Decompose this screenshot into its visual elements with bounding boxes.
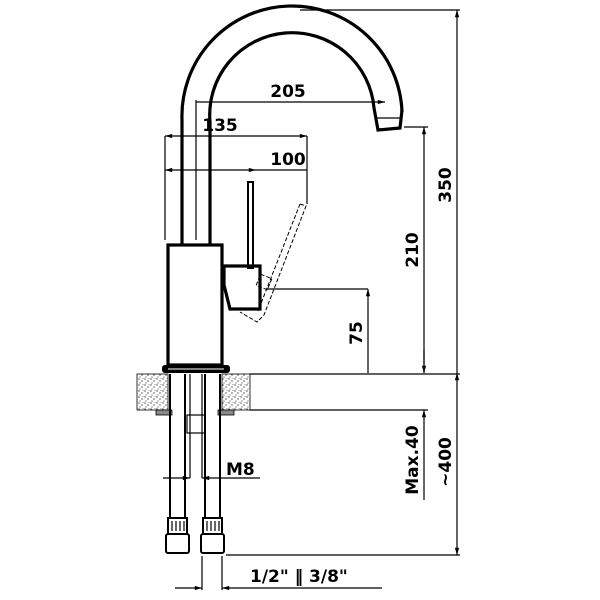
- dim-400-label: ~400: [436, 437, 456, 487]
- supply-hoses: [165, 374, 225, 554]
- dimension-lines: [163, 10, 460, 591]
- lever-handle: [222, 181, 307, 323]
- extension-lines: [164, 9, 460, 590]
- countertop: [136, 373, 251, 416]
- dim-205-label: 205: [270, 82, 306, 102]
- dim-135-label: 135: [202, 116, 238, 136]
- faucet-body: [162, 243, 230, 373]
- thread-m8-label: M8: [226, 460, 255, 480]
- dim-210-label: 210: [403, 232, 423, 268]
- dim-100-label: 100: [270, 150, 306, 170]
- connection-size-label: 1/2" ‖ 3/8": [250, 567, 348, 587]
- spout: [180, 4, 404, 245]
- dim-max40-label: Max.40: [403, 425, 423, 495]
- dim-75-label: 75: [347, 321, 367, 345]
- dim-350-label: 350: [436, 167, 456, 203]
